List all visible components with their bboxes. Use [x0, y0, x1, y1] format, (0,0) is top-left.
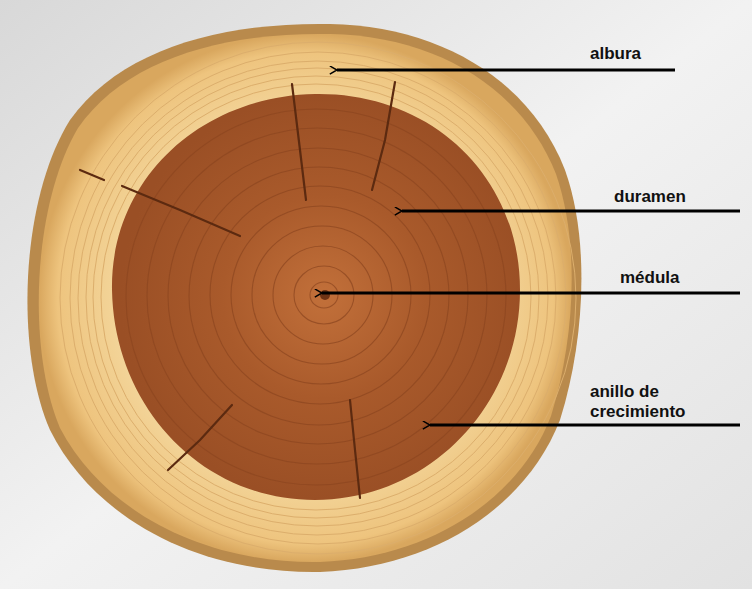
leader-arrow: [402, 209, 740, 212]
heartwood: [112, 94, 520, 500]
leader-arrow: [430, 423, 740, 426]
leader-arrow: [337, 68, 675, 71]
leader-arrows: [322, 70, 740, 425]
part-label: médula: [620, 268, 740, 288]
heartwood-rings: [126, 109, 506, 485]
sapwood: [39, 34, 572, 562]
part-label: duramen: [614, 187, 744, 207]
part-label: anillo de crecimiento: [590, 382, 730, 422]
leader-arrow: [322, 291, 740, 294]
part-label: albura: [590, 44, 730, 64]
sapwood-rings: [60, 42, 576, 554]
radial-cracks: [80, 82, 395, 498]
bark: [27, 24, 581, 572]
